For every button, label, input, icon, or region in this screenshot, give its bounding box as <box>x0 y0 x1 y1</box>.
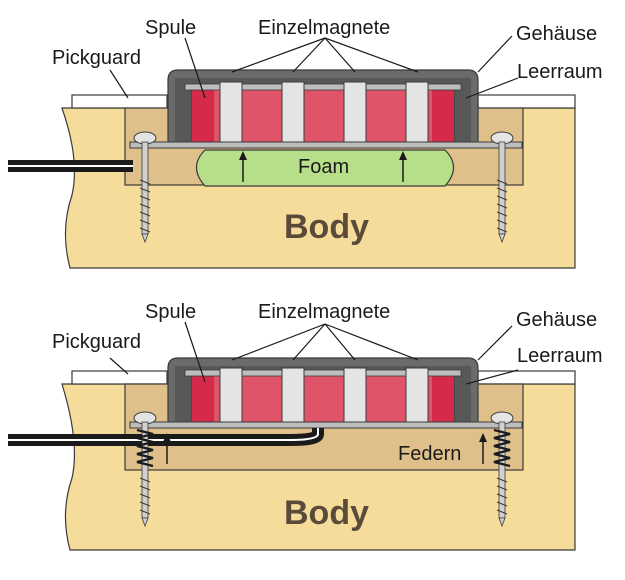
label-pickguard: Pickguard <box>52 331 141 353</box>
magnet-2 <box>281 81 305 147</box>
label-springs: Federn <box>398 443 461 465</box>
label-pickguard: Pickguard <box>52 47 141 69</box>
magnet-2 <box>281 367 305 427</box>
label-magnets: Einzelmagnete <box>258 17 390 39</box>
coil-end-right <box>432 88 454 144</box>
coil-end-left <box>192 374 214 422</box>
label-body: Body <box>284 494 369 532</box>
label-housing: Gehäuse <box>516 23 597 45</box>
pickguard-left <box>71 94 168 109</box>
spring-left <box>136 428 154 468</box>
magnet-1 <box>219 367 243 427</box>
coil-top-plate <box>184 83 462 91</box>
label-body: Body <box>284 208 369 246</box>
label-housing: Gehäuse <box>516 309 597 331</box>
leader-lines-top <box>109 35 519 99</box>
label-magnets: Einzelmagnete <box>258 301 390 323</box>
label-cavity: Leerraum <box>517 345 603 367</box>
pickguard-right <box>477 370 576 385</box>
foam-pad <box>195 149 455 187</box>
pickguard-left <box>71 370 168 385</box>
magnet-4 <box>405 81 429 147</box>
coil-end-left <box>192 88 214 144</box>
label-coil: Spule <box>145 301 196 323</box>
diagram-springs: Spule Einzelmagnete Gehäuse Pickguard Le… <box>8 301 603 551</box>
diagram-foam: Spule Einzelmagnete Gehäuse Pickguard Le… <box>8 17 603 269</box>
cable-highlight <box>8 428 319 441</box>
screw-left <box>133 411 157 528</box>
screw-right <box>490 131 514 244</box>
magnet-3 <box>343 81 367 147</box>
base-plate <box>129 141 523 149</box>
pickguard-right <box>477 94 576 109</box>
label-cavity: Leerraum <box>517 61 603 83</box>
spring-arrow-right-head <box>479 433 487 442</box>
foam-arrow-left-head <box>239 151 247 160</box>
screw-left <box>133 131 157 244</box>
magnet-4 <box>405 367 429 427</box>
leader-lines-bottom <box>109 321 519 385</box>
foam-arrow-right-head <box>399 151 407 160</box>
coil-end-right <box>432 374 454 422</box>
spring-arrow-left-head <box>163 433 171 442</box>
label-coil: Spule <box>145 17 196 39</box>
label-foam: Foam <box>298 156 349 178</box>
magnet-3 <box>343 367 367 427</box>
screw-right <box>490 411 514 528</box>
base-plate <box>129 421 523 429</box>
magnet-1 <box>219 81 243 147</box>
spring-right <box>493 428 511 468</box>
coil-top-plate <box>184 369 462 377</box>
